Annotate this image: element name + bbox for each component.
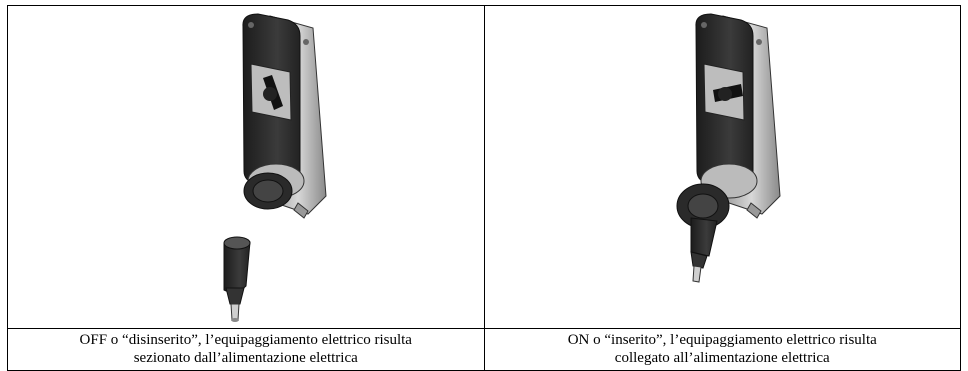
off-caption-line-1: OFF o “disinserito”, l’equipaggiamento e…: [79, 332, 412, 349]
plug-connected: [676, 183, 729, 283]
plug-disconnected: [223, 236, 251, 322]
off-illustration-cell: [7, 5, 485, 329]
on-caption-line-1: ON o “inserito”, l’equipaggiamento elett…: [567, 332, 877, 349]
on-illustration-cell: [483, 5, 961, 329]
socket-disconnected-illustration: [223, 13, 327, 322]
off-caption-line-2: sezionato dall’alimentazione elettrica: [133, 350, 358, 367]
socket-connected-illustration: [676, 13, 781, 283]
on-caption-line-2: collegato all’alimentazione elettrica: [614, 350, 830, 367]
on-caption: ON o “inserito”, l’equipaggiamento elett…: [483, 327, 961, 371]
figure-table: OFF o “disinserito”, l’equipaggiamento e…: [7, 5, 961, 371]
off-caption: OFF o “disinserito”, l’equipaggiamento e…: [7, 327, 485, 371]
